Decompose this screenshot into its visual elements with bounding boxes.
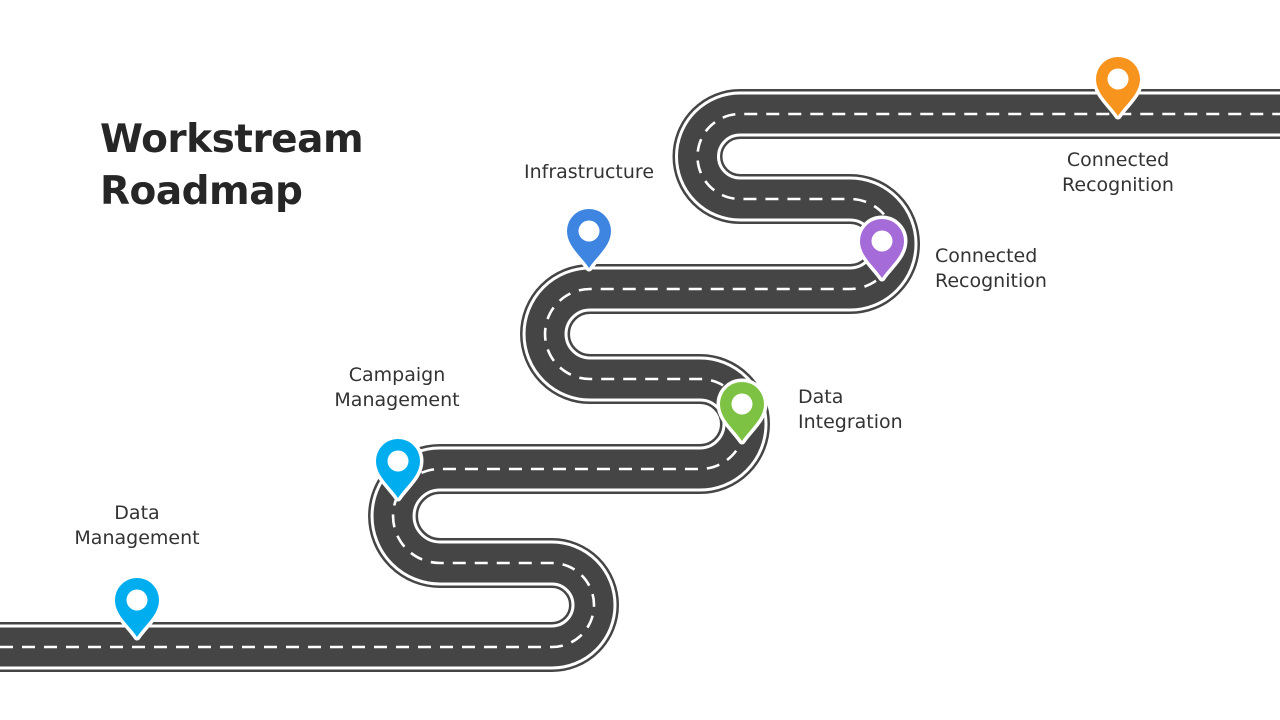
milestone-label-connected-recognition-2: Connected Recognition: [1062, 149, 1174, 196]
road-center-dashes: [0, 112, 1280, 649]
milestone-pins: [111, 53, 1144, 641]
milestone-label-connected-recognition-1: Connected Recognition: [935, 245, 1047, 292]
map-pin-icon: [563, 205, 615, 272]
milestone-label-infrastructure: Infrastructure: [523, 161, 655, 183]
page-title: Workstream Roadmap: [100, 114, 364, 218]
title-line-1: Workstream: [100, 117, 364, 162]
map-pin-icon: [111, 574, 163, 641]
title-line-2: Roadmap: [100, 169, 303, 214]
map-pin-icon: [1092, 53, 1144, 120]
map-pin-icon: [716, 378, 768, 445]
road-path: [0, 89, 1280, 672]
map-pin-icon: [856, 215, 908, 282]
milestone-label-data-management: Data Management: [74, 502, 200, 549]
milestone-label-campaign-management: Campaign Management: [334, 364, 460, 411]
map-pin-icon: [372, 435, 424, 502]
milestone-label-data-integration: Data Integration: [798, 386, 903, 433]
